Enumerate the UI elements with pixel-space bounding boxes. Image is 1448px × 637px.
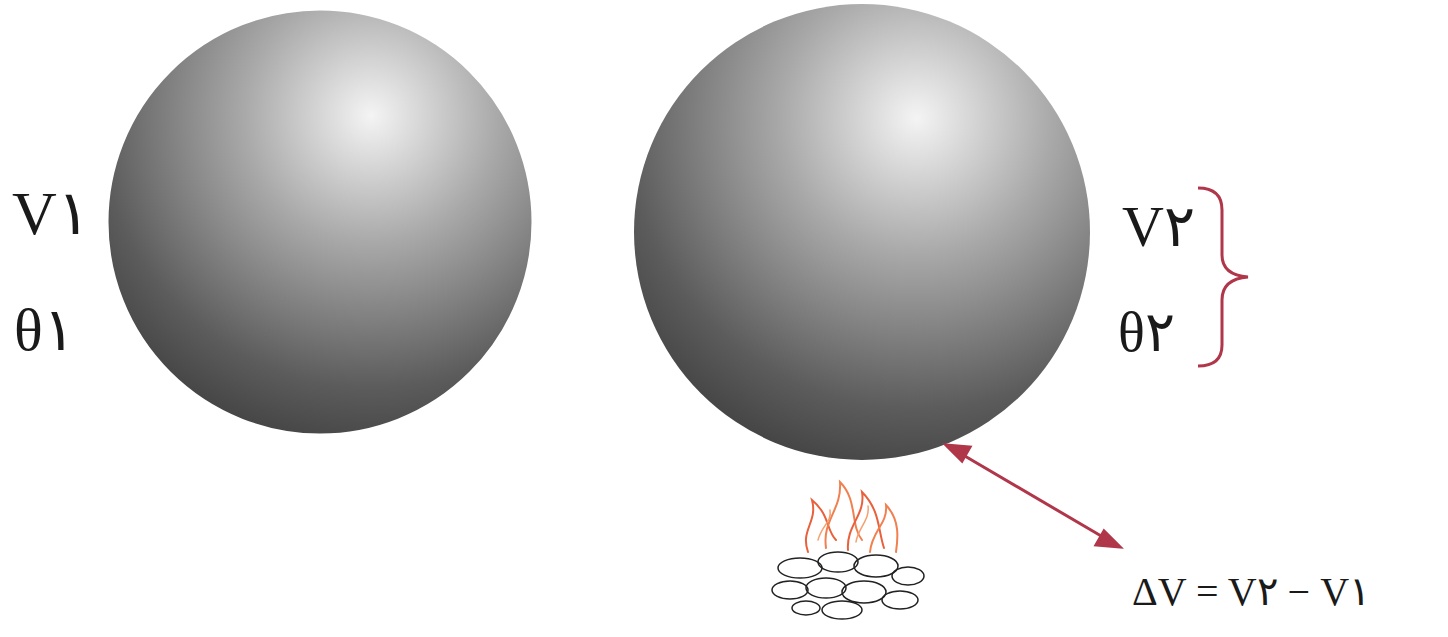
heated-sphere [634,4,1090,460]
fire [772,482,924,619]
leader-arrow [946,445,1120,547]
temperature-label: θ۱ [14,300,75,360]
volume-label: V۱ [12,182,90,244]
temperature-label: θ۲ [1118,304,1175,360]
brace [1198,188,1248,366]
cold-sphere [107,9,533,435]
volume-label: V۲ [1122,198,1195,256]
formula: ΔV = V۲ − V۱ [1132,572,1370,612]
